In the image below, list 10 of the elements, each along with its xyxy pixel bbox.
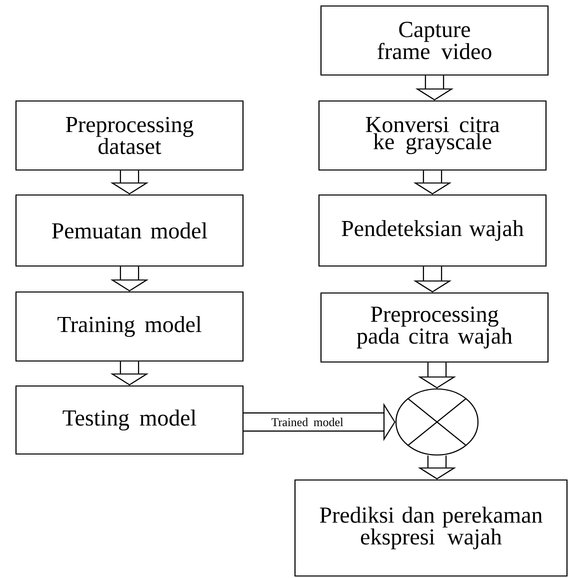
process-box: Pemuatan model <box>15 194 244 267</box>
process-box: Preprocessing pada citra wajah <box>320 292 549 363</box>
process-box: Capture frame video <box>320 5 549 76</box>
multiplier-circle <box>395 388 479 456</box>
process-box: Preprocessing dataset <box>15 100 244 171</box>
process-box: Konversi citra ke grayscale <box>318 100 547 171</box>
process-box: Training model <box>15 291 244 362</box>
process-box: Testing model <box>15 385 244 455</box>
process-box: Pendeteksian wajah <box>318 194 547 267</box>
process-box: Prediksi dan perekaman ekspresi wajah <box>294 479 568 577</box>
